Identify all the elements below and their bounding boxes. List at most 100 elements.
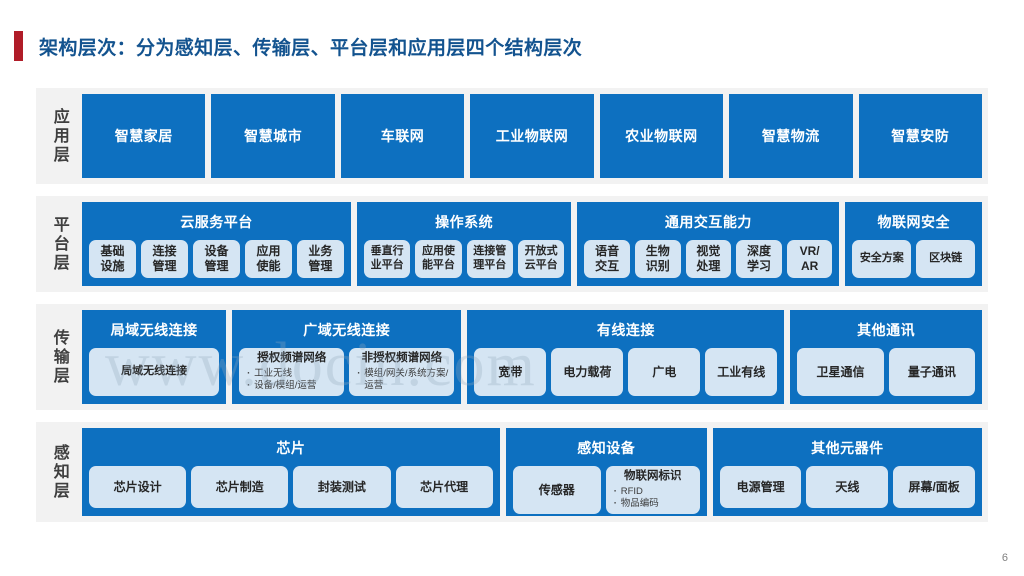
page-number: 6: [1001, 552, 1008, 564]
app-box-agricultural-iot[interactable]: 农业物联网: [599, 94, 724, 178]
chip-quantum-communication[interactable]: 量子通讯: [888, 348, 975, 396]
group-cloud-service-platform: 云服务平台 基础设施 连接管理 设备管理 应用使能 业务管理: [82, 202, 351, 286]
chip-title-unlicensed-spectrum-network: 非授权频谱网络: [361, 352, 443, 364]
chip-chip-design[interactable]: 芯片设计: [89, 466, 187, 508]
group-title-other-communication: 其他通讯: [857, 322, 916, 338]
chip-broadcast-tv[interactable]: 广电: [628, 348, 701, 396]
chip-chip-manufacturing[interactable]: 芯片制造: [191, 466, 289, 508]
chip-sensor[interactable]: 传感器: [512, 466, 601, 515]
group-items-operating-system: 垂直行业平台 应用使能平台 连接管理平台 开放式云平台: [363, 240, 565, 278]
app-box-smart-security[interactable]: 智慧安防: [858, 94, 982, 178]
layer-label-sensing: 感知层: [50, 443, 68, 501]
group-iot-security: 物联网安全 安全方案 区块链: [845, 202, 983, 286]
layer-row-sensing: 感知层 芯片 芯片设计 芯片制造 封装测试 芯片代理 感知设备 传感器 物联网标…: [36, 422, 988, 522]
app-box-smart-logistics[interactable]: 智慧物流: [729, 94, 853, 178]
group-title-sensing-device: 感知设备: [577, 440, 636, 456]
chip-connection-management[interactable]: 连接管理: [140, 240, 188, 278]
group-title-operating-system: 操作系统: [435, 214, 494, 230]
group-operating-system: 操作系统 垂直行业平台 应用使能平台 连接管理平台 开放式云平台: [356, 202, 572, 286]
group-items-general-interaction-capability: 语音交互 生物识别 视觉处理 深度学习 VR/AR: [584, 240, 833, 278]
group-items-other-components: 电源管理 天线 屏幕/面板: [719, 466, 976, 508]
group-items-other-communication: 卫星通信 量子通讯: [797, 348, 975, 396]
layer-content-platform: 云服务平台 基础设施 连接管理 设备管理 应用使能 业务管理 操作系统 垂直行业…: [82, 202, 983, 286]
app-box-connected-vehicle[interactable]: 车联网: [340, 94, 465, 178]
chip-screen-panel[interactable]: 屏幕/面板: [893, 466, 976, 508]
layer-row-transmission: 传输层 局域无线连接 局域无线连接 广域无线连接 授权频谱网络 工业无线 设备/…: [36, 304, 988, 410]
chip-chip-distribution[interactable]: 芯片代理: [395, 466, 493, 508]
chip-local-wireless-connection[interactable]: 局域无线连接: [89, 348, 220, 396]
group-other-communication: 其他通讯 卫星通信 量子通讯: [790, 310, 982, 404]
page-title: 架构层次：分为感知层、传输层、平台层和应用层四个结构层次: [39, 37, 583, 59]
chip-industrial-wired[interactable]: 工业有线: [705, 348, 778, 396]
app-box-industrial-iot[interactable]: 工业物联网: [470, 94, 594, 178]
chip-title-iot-identification: 物联网标识: [623, 470, 682, 482]
bullet-item: 工业无线: [247, 368, 338, 380]
layer-label-platform: 平台层: [50, 215, 68, 273]
group-title-other-components: 其他元器件: [811, 440, 884, 456]
chip-biometric-recognition[interactable]: 生物识别: [634, 240, 681, 278]
group-general-interaction-capability: 通用交互能力 语音交互 生物识别 视觉处理 深度学习 VR/AR: [577, 202, 840, 286]
group-title-chip: 芯片: [276, 440, 306, 456]
layer-row-platform: 平台层 云服务平台 基础设施 连接管理 设备管理 应用使能 业务管理 操作系统 …: [36, 196, 988, 292]
chip-power-management[interactable]: 电源管理: [719, 466, 802, 508]
chip-blockchain[interactable]: 区块链: [916, 240, 976, 278]
layer-content-application: 智慧家居 智慧城市 车联网 工业物联网 农业物联网 智慧物流 智慧安防: [82, 94, 982, 178]
chip-licensed-spectrum-network[interactable]: 授权频谱网络 工业无线 设备/模组/运营: [239, 348, 345, 397]
app-box-smart-home[interactable]: 智慧家居: [82, 94, 206, 178]
chip-device-management[interactable]: 设备管理: [192, 240, 240, 278]
chip-vision-processing[interactable]: 视觉处理: [685, 240, 732, 278]
chip-bullets-unlicensed-spectrum-network: 模组/网关/系统方案/运营: [355, 368, 448, 392]
bullet-item: 模组/网关/系统方案/运营: [357, 368, 448, 392]
chip-power-line[interactable]: 电力载荷: [551, 348, 624, 396]
chip-packaging-testing[interactable]: 封装测试: [293, 466, 391, 508]
group-chip: 芯片 芯片设计 芯片制造 封装测试 芯片代理: [82, 428, 500, 516]
chip-bullets-licensed-spectrum-network: 工业无线 设备/模组/运营: [245, 368, 338, 392]
group-title-wide-area-wireless-connection: 广域无线连接: [303, 322, 391, 338]
group-items-iot-security: 安全方案 区块链: [852, 240, 976, 278]
group-items-wide-area-wireless-connection: 授权频谱网络 工业无线 设备/模组/运营 非授权频谱网络 模组/网关/系统方案/…: [239, 348, 455, 397]
bullet-item: RFID: [614, 486, 694, 498]
chip-antenna[interactable]: 天线: [806, 466, 889, 508]
chip-bullets-iot-identification: RFID 物品编码: [612, 486, 694, 510]
chip-deep-learning[interactable]: 深度学习: [736, 240, 782, 278]
group-other-components: 其他元器件 电源管理 天线 屏幕/面板: [712, 428, 982, 516]
layer-label-application: 应用层: [50, 107, 68, 165]
layer-content-transmission: 局域无线连接 局域无线连接 广域无线连接 授权频谱网络 工业无线 设备/模组/运…: [82, 310, 982, 404]
chip-application-enablement[interactable]: 应用使能: [244, 240, 292, 278]
chip-unlicensed-spectrum-network[interactable]: 非授权频谱网络 模组/网关/系统方案/运营: [349, 348, 455, 397]
group-title-cloud-service-platform: 云服务平台: [180, 214, 253, 230]
chip-vertical-industry-platform[interactable]: 垂直行业平台: [363, 240, 411, 278]
chip-security-solution[interactable]: 安全方案: [852, 240, 912, 278]
chip-broadband[interactable]: 宽带: [474, 348, 547, 396]
layer-row-application: 应用层 智慧家居 智慧城市 车联网 工业物联网 农业物联网 智慧物流 智慧安防: [36, 88, 988, 184]
group-items-cloud-service-platform: 基础设施 连接管理 设备管理 应用使能 业务管理: [89, 240, 344, 278]
chip-connection-management-platform[interactable]: 连接管理平台: [466, 240, 513, 278]
bullet-item: 设备/模组/运营: [247, 380, 338, 392]
group-local-wireless-connection: 局域无线连接 局域无线连接: [82, 310, 227, 404]
chip-satellite-communication[interactable]: 卫星通信: [797, 348, 884, 396]
chip-business-management[interactable]: 业务管理: [296, 240, 344, 278]
chip-vr-ar[interactable]: VR/AR: [786, 240, 833, 278]
slide-title-bar: 架构层次：分为感知层、传输层、平台层和应用层四个结构层次: [0, 30, 582, 62]
group-items-wired-connection: 宽带 电力载荷 广电 工业有线: [474, 348, 778, 396]
chip-iot-identification[interactable]: 物联网标识 RFID 物品编码: [605, 466, 700, 515]
layer-content-sensing: 芯片 芯片设计 芯片制造 封装测试 芯片代理 感知设备 传感器 物联网标识 RF…: [82, 428, 982, 516]
group-title-wired-connection: 有线连接: [596, 322, 655, 338]
app-box-smart-city[interactable]: 智慧城市: [211, 94, 335, 178]
chip-application-enablement-platform[interactable]: 应用使能平台: [415, 240, 462, 278]
layer-label-transmission: 传输层: [50, 328, 68, 386]
group-sensing-device: 感知设备 传感器 物联网标识 RFID 物品编码: [505, 428, 707, 516]
chip-title-licensed-spectrum-network: 授权频谱网络: [257, 352, 327, 364]
bullet-item: 物品编码: [614, 498, 694, 510]
group-items-sensing-device: 传感器 物联网标识 RFID 物品编码: [512, 466, 700, 515]
group-wired-connection: 有线连接 宽带 电力载荷 广电 工业有线: [467, 310, 785, 404]
group-title-iot-security: 物联网安全: [877, 214, 950, 230]
chip-infrastructure[interactable]: 基础设施: [89, 240, 136, 278]
chip-open-cloud-platform[interactable]: 开放式云平台: [517, 240, 565, 278]
group-title-general-interaction-capability: 通用交互能力: [664, 214, 752, 230]
group-items-local-wireless-connection: 局域无线连接: [89, 348, 220, 396]
group-title-local-wireless-connection: 局域无线连接: [110, 322, 198, 338]
chip-voice-interaction[interactable]: 语音交互: [584, 240, 630, 278]
group-wide-area-wireless-connection: 广域无线连接 授权频谱网络 工业无线 设备/模组/运营 非授权频谱网络 模组/网…: [232, 310, 462, 404]
title-accent-bar: [14, 31, 23, 61]
